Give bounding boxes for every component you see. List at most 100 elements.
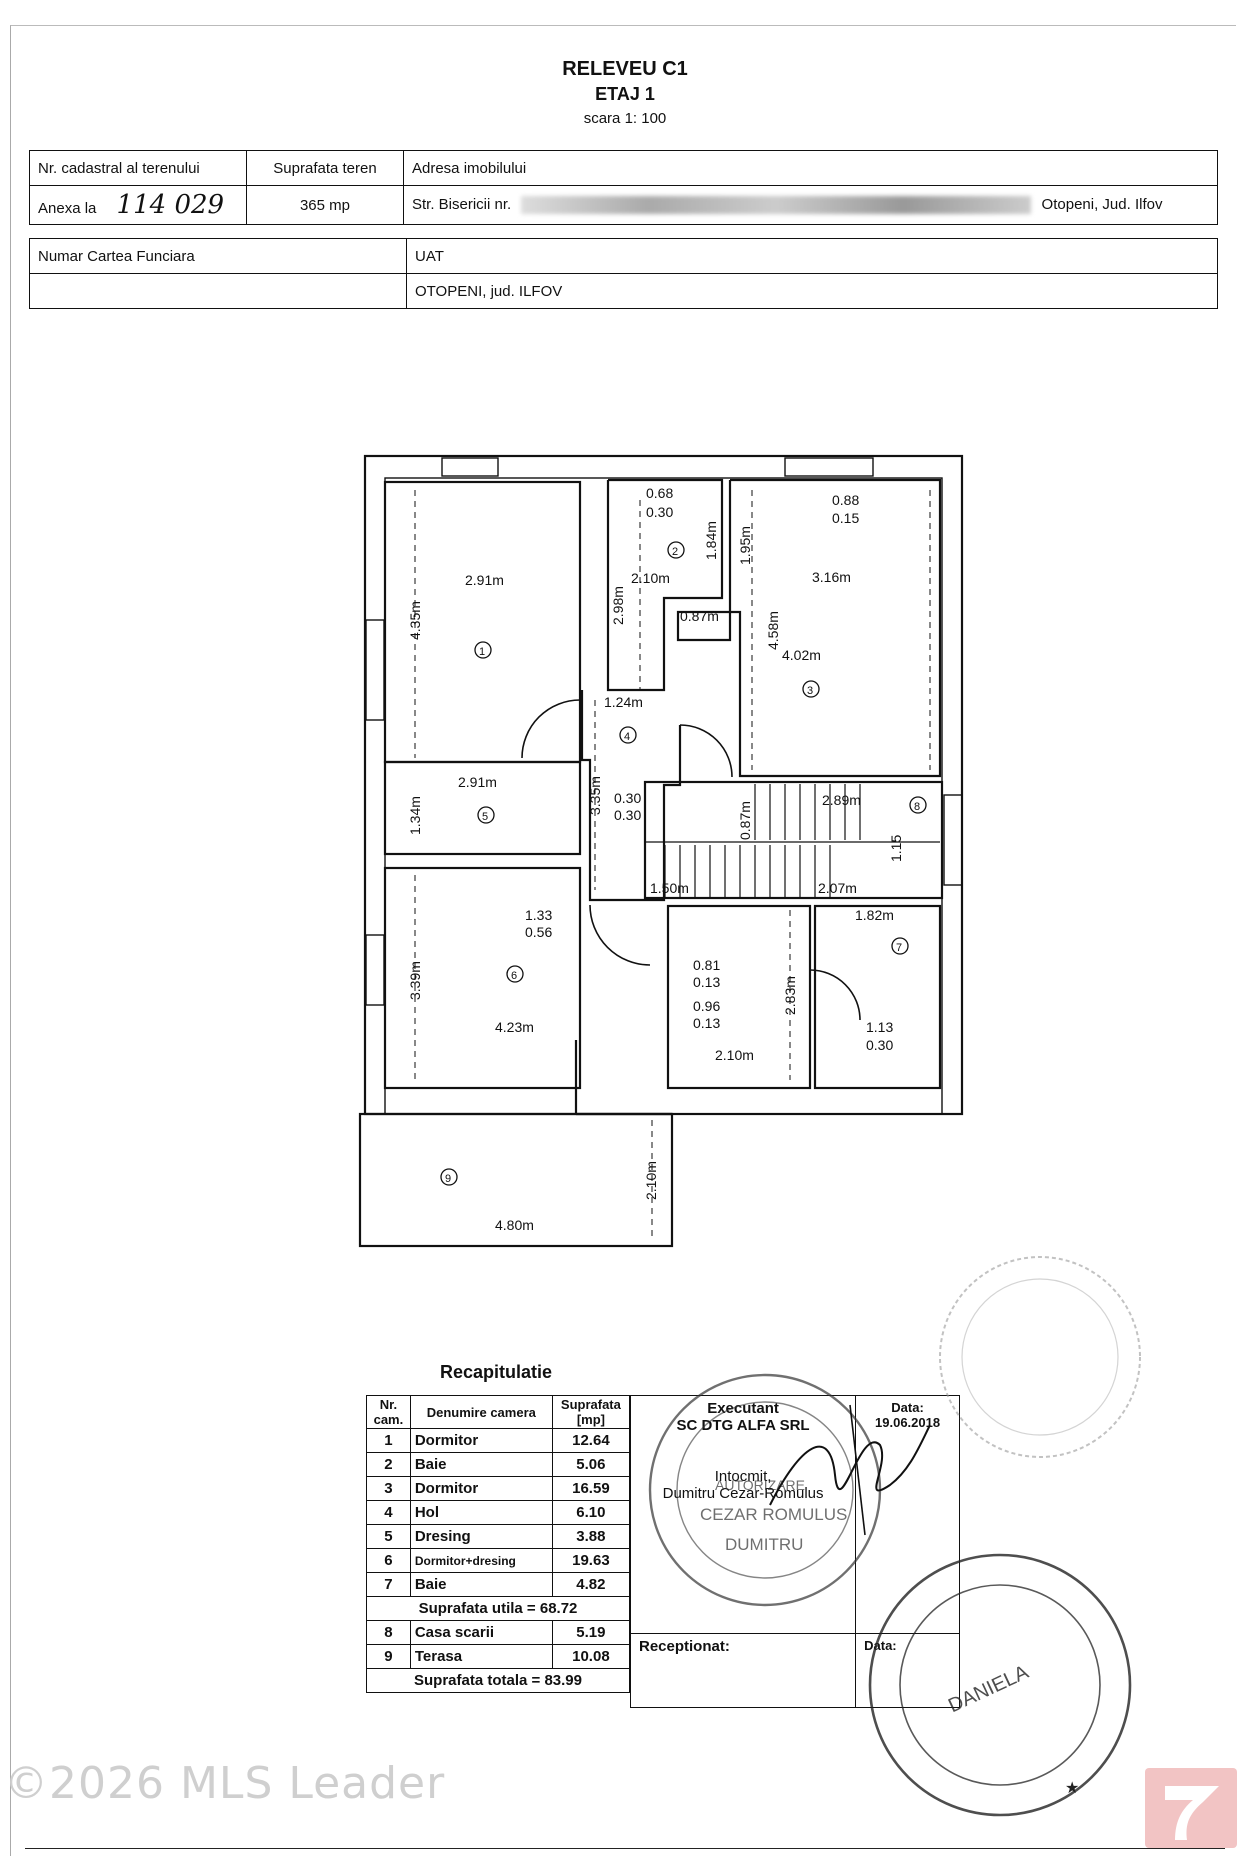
faded-stamp [939,1256,1141,1458]
executant-label: Executant [707,1400,779,1417]
r6-top: 1.33 [525,907,552,923]
annex-label: Anexa la [38,200,97,217]
recap-header-nr: Nr. cam. [366,1395,411,1429]
row-area: 3.88 [551,1524,631,1549]
r6-num-circle [506,965,524,983]
r4-h: 3.35m [587,776,603,815]
door-arc-1 [521,699,581,759]
bath-d: 0.13 [693,1015,720,1031]
r8-h2: 1.15 [888,835,904,862]
row-nr: 3 [366,1476,411,1501]
room-6-outline [383,866,582,1090]
row-name: Baie [409,1452,553,1477]
bath-a: 0.81 [693,957,720,973]
mls-logo-icon [1145,1768,1237,1848]
r7-a: 1.13 [866,1019,893,1035]
r3-num: 3 [807,685,813,697]
row-name: Dormitor+dresing [409,1548,553,1573]
window-2 [784,457,874,477]
date-label: Data: [891,1400,924,1415]
r2-h2: 2.98m [610,586,626,625]
room-3-outline [676,478,942,778]
executant-stamp: AUTORIZARE CEZAR ROMULUS DUMITRU [648,1373,882,1607]
r9-num: 9 [445,1173,451,1185]
r3-h2: 4.58m [765,611,781,650]
r2-h1: 1.84m [703,521,719,560]
r7-num-circle [891,937,909,955]
useful-area: Suprafata utila = 68.72 [366,1596,630,1621]
door-arc-3 [589,904,651,966]
row-nr: 2 [366,1452,411,1477]
hall-4-outline [580,690,682,902]
address-city: Otopeni, Jud. Ilfov [1041,195,1163,213]
bath-c: 0.96 [693,998,720,1014]
r3-bottom: 0.15 [832,510,859,526]
date-value: 19.06.2018 [875,1415,941,1430]
r3-width: 3.16m [812,569,851,585]
r8-h: 0.87m [737,801,753,840]
recap-header-area: Suprafata [mp] [551,1395,631,1429]
bath-w: 2.10m [715,1047,754,1063]
r5-num-circle [477,806,495,824]
page-frame [10,25,1236,1856]
window-4 [365,934,385,1006]
row-area: 5.19 [551,1620,631,1645]
received-cell: Receptionat: [629,1633,857,1708]
r3-num-circle [802,680,820,698]
terrace-outline [358,1112,674,1248]
window-1 [441,457,499,477]
row-name: Dormitor [409,1428,553,1453]
door-arc-4 [809,969,861,1021]
scale-label: scara 1: 100 [583,110,667,127]
row-nr: 4 [366,1500,411,1525]
dimension-lines [414,490,931,1240]
bathroom-outline [666,904,812,1090]
r2-bottom: 0.30 [646,504,673,520]
total-area: Suprafata totala = 83.99 [366,1668,630,1693]
land-book-label: Numar Cartea Funciara [29,238,407,274]
r9-h: 2.10m [643,1161,659,1200]
row-nr: 9 [366,1644,411,1669]
r2-width: 2.10m [631,570,670,586]
r2-num-circle [667,541,685,559]
r1-num-circle [474,641,492,659]
r5-num: 5 [482,811,488,823]
page-title: RELEVEU C1 [562,58,688,80]
row-area: 12.64 [551,1428,631,1453]
row-area: 19.63 [551,1548,631,1573]
row-area: 6.10 [551,1500,631,1525]
svg-text:CEZAR ROMULUS: CEZAR ROMULUS [700,1505,847,1524]
r4-a: 0.30 [614,790,641,806]
r9-w: 4.80m [495,1217,534,1233]
r1-num: 1 [479,646,485,658]
stair-treads [645,784,940,898]
r8-num: 8 [914,801,920,813]
window-5 [943,794,963,886]
r5-h: 1.34m [407,796,423,835]
r8-w2: 2.07m [818,880,857,896]
address-cell: Str. Bisericii nr. Otopeni, Jud. Ilfov [403,185,1218,225]
row-area: 10.08 [551,1644,631,1669]
row-area: 5.06 [551,1452,631,1477]
r4-b: 0.30 [614,807,641,823]
r9-num-circle [440,1168,458,1186]
row-name: Baie [409,1572,553,1597]
executant-cell: Executant SC DTG ALFA SRL Intocmit, Dumi… [629,1395,857,1634]
r7-b: 0.30 [866,1037,893,1053]
land-book-value [29,273,407,309]
r6-num: 6 [511,970,517,982]
svg-text:★: ★ [1065,1780,1079,1797]
info-table-2: Numar Cartea Funciara UAT OTOPENI, jud. … [29,238,1218,309]
r3-side: 0.87m [680,608,719,624]
bottom-line [25,1848,1225,1849]
recap-table: Nr. cam. Denumire camera Suprafata [mp] … [366,1395,631,1693]
row-nr: 1 [366,1428,411,1453]
row-nr: 8 [366,1620,411,1645]
received-label: Receptionat: [639,1638,730,1655]
made-by-label: Intocmit, [714,1468,772,1485]
